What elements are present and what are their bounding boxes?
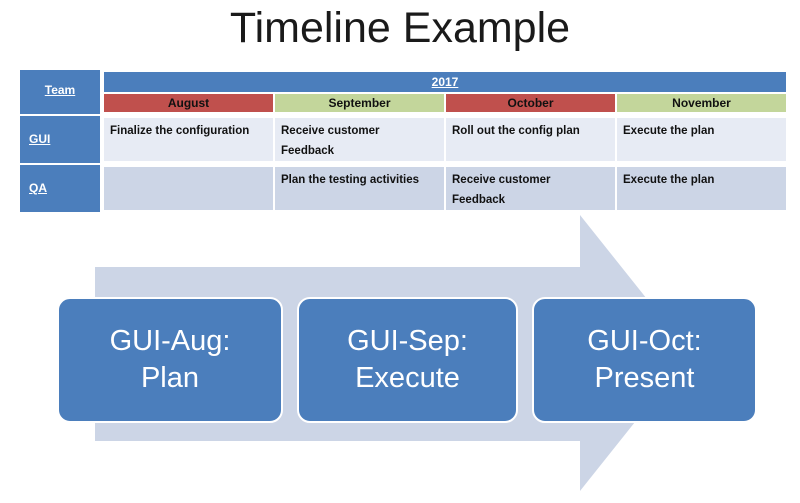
process-step-label-3: GUI-Oct: Present [587,325,702,394]
task-qa-october-text: Receive customer Feedback [452,174,551,206]
gui-tasks-subtable: Finalize the configuration Receive custo… [102,116,788,163]
table-row-gui: GUI Finalize the configuration Receive c… [20,116,788,163]
month-header-august: August [104,94,273,112]
task-gui-october-text: Roll out the config plan [452,125,580,137]
task-qa-august [104,167,273,210]
month-header-october: October [446,94,615,112]
process-step-box-2[interactable]: GUI-Sep: Execute [297,297,518,423]
timeline-table: Team 2017 August September October Novem… [18,68,790,214]
task-gui-september-text: Receive customer Feedback [281,125,380,157]
month-header-september: September [275,94,444,112]
qa-tasks-subtable: Plan the testing activities Receive cust… [102,165,788,212]
task-qa-november-text: Execute the plan [623,174,715,186]
team-label-cell-qa: QA [20,165,100,212]
page-title: Timeline Example [229,4,571,52]
task-gui-november: Execute the plan [617,118,786,161]
months-row: August September October November [104,94,786,112]
process-step-box-3[interactable]: GUI-Oct: Present [532,297,757,423]
table-row-qa: QA Plan the testing activities [20,165,788,212]
process-step-box-1[interactable]: GUI-Aug: Plan [57,297,283,423]
year-row: 2017 [104,72,786,92]
task-gui-august-text: Finalize the configuration [110,125,250,137]
year-and-months-cell: 2017 August September October November [102,70,788,114]
months-subtable: 2017 August September October November [102,70,788,114]
task-qa-september: Plan the testing activities [275,167,444,210]
task-qa-october: Receive customer Feedback [446,167,615,210]
process-step-label-2: GUI-Sep: Execute [347,325,468,394]
team-header-cell: Team [20,70,100,114]
task-gui-october: Roll out the config plan [446,118,615,161]
team-label-qa: QA [29,181,47,195]
team-header-label: Team [44,83,76,97]
gui-task-row: Finalize the configuration Receive custo… [104,118,786,161]
year-header-cell: 2017 [104,72,786,92]
task-gui-august: Finalize the configuration [104,118,273,161]
table-header-row: Team 2017 August September October Novem… [20,70,788,114]
process-step-label-1: GUI-Aug: Plan [109,325,231,394]
process-flow-area: GUI-Aug: Plan GUI-Sep: Execute GUI-Oct: … [0,205,800,503]
task-qa-september-text: Plan the testing activities [281,174,420,186]
gui-tasks-cell: Finalize the configuration Receive custo… [102,116,788,163]
team-label-cell-gui: GUI [20,116,100,163]
team-label-gui: GUI [29,132,51,146]
month-header-november: November [617,94,786,112]
task-qa-november: Execute the plan [617,167,786,210]
task-qa-august-text [104,167,273,170]
qa-tasks-cell: Plan the testing activities Receive cust… [102,165,788,212]
qa-task-row: Plan the testing activities Receive cust… [104,167,786,210]
task-gui-september: Receive customer Feedback [275,118,444,161]
task-gui-november-text: Execute the plan [623,125,715,137]
